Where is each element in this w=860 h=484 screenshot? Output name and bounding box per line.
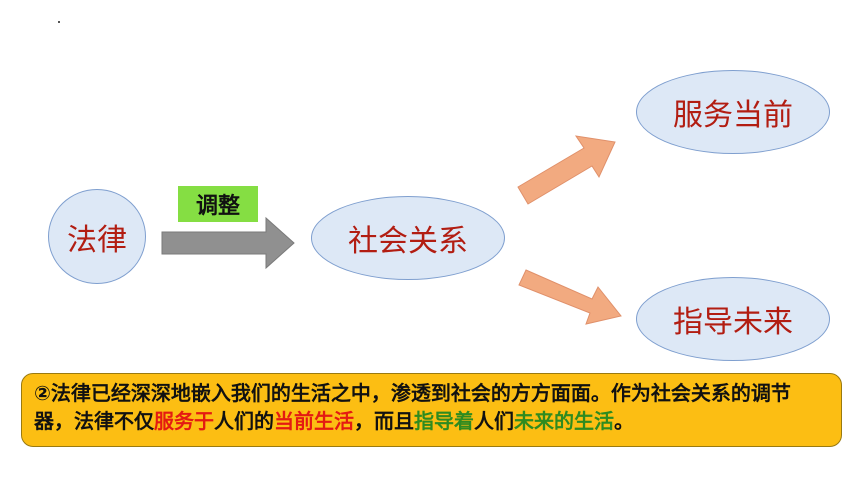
note-highlight-serve: 服务于 [154,409,214,433]
note-highlight-future: 未来 [514,409,554,433]
edge-label-adjust: 调整 [178,186,258,222]
note-text-1: ②法律已经深深地嵌入我们的生活之中，渗透到社会的方方面面。作为社会关系的调节器，… [34,381,791,433]
node-social-relations: 社会关系 [311,196,505,280]
decorative-dot [58,21,60,23]
node-law: 法律 [48,189,146,284]
node-guide-future: 指导未来 [636,277,830,361]
note-highlight-present-life: 当前生活 [274,409,354,433]
note-text-4: 人们 [474,409,514,433]
arrow-social-to-guide [518,269,622,325]
node-serve-present: 服务当前 [636,70,830,154]
note-text-5: 。 [614,409,634,433]
note-highlight-guide: 指导着 [414,409,474,433]
explanation-note: ②法律已经深深地嵌入我们的生活之中，渗透到社会的方方面面。作为社会关系的调节器，… [21,373,842,447]
note-text-2: 人们的 [214,409,274,433]
arrow-law-to-social [161,216,295,270]
note-highlight-life: 的生活 [554,409,614,433]
note-text-3: ，而且 [354,409,414,433]
arrow-social-to-serve [517,135,616,205]
